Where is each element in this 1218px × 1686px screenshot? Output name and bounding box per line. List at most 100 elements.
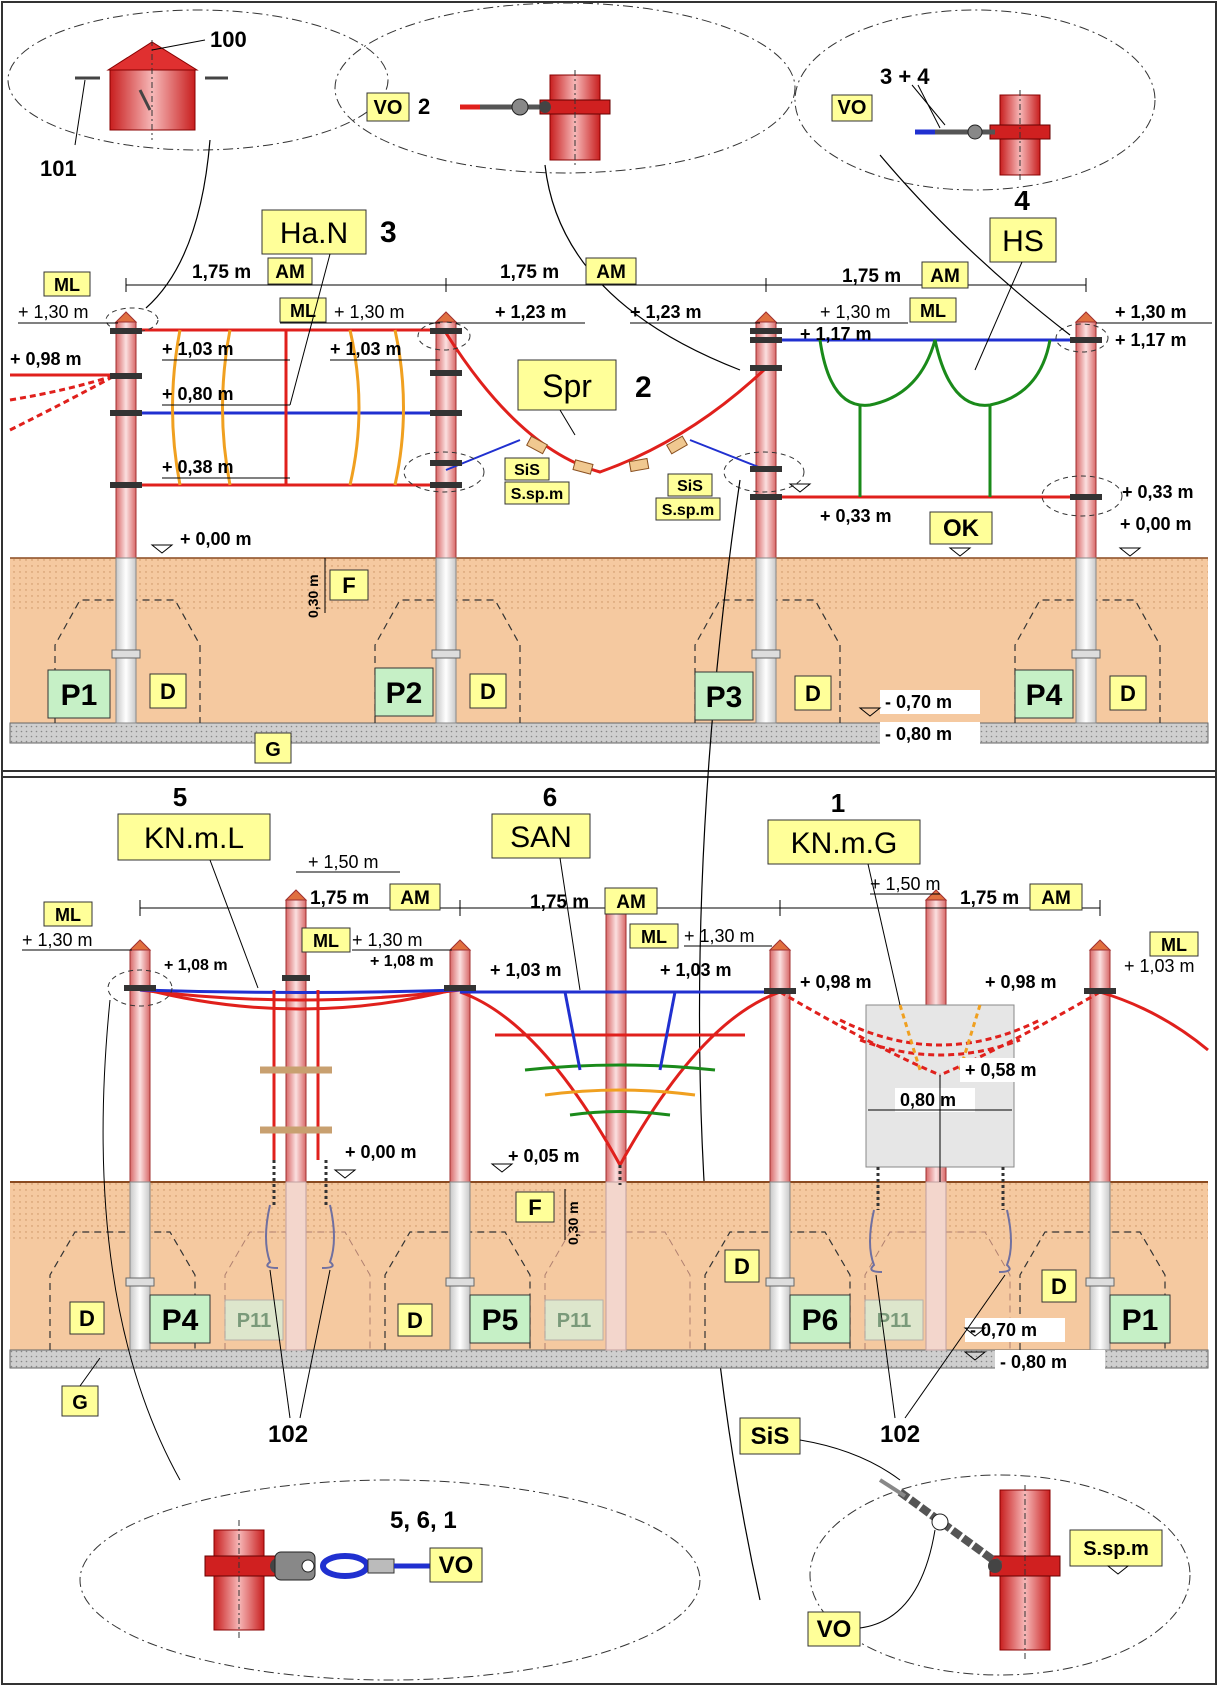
b-d-label-3: D bbox=[734, 1254, 750, 1279]
f-tag-top-text: F bbox=[342, 573, 355, 598]
vo34-callout bbox=[911, 84, 1051, 180]
vo2-number: 2 bbox=[418, 94, 430, 119]
g-tag-bottom: G bbox=[72, 1392, 88, 1414]
bottom-panel: 1,75 m AM 1,75 m AM 1,75 m AM ML ML ML M… bbox=[9, 782, 1209, 1681]
post-label-p2: P2 bbox=[386, 677, 423, 710]
post-p11-a bbox=[284, 889, 308, 1351]
sis-bottom-tag: SiS bbox=[751, 1423, 790, 1450]
b-span-1-dist: 1,75 m bbox=[310, 888, 369, 909]
hs-tag-text: HS bbox=[1002, 225, 1044, 258]
ssp-tag-2-text: S.sp.m bbox=[662, 502, 714, 519]
b-span-3-am: AM bbox=[1041, 888, 1071, 909]
vo34-tag-text: VO bbox=[838, 97, 867, 119]
g-tag-top bbox=[254, 732, 292, 764]
h-033-b: + 0,33 m bbox=[820, 506, 892, 526]
hs-tag bbox=[989, 217, 1057, 263]
post-p6 bbox=[765, 939, 795, 1351]
d-label-1: D bbox=[160, 679, 176, 704]
b-h-108-b: + 1,08 m bbox=[370, 953, 434, 970]
ground-layer-f bbox=[10, 558, 1208, 613]
d-label-3: D bbox=[805, 681, 821, 706]
vo-detail-left bbox=[204, 1520, 430, 1640]
b-d-label-1: D bbox=[79, 1306, 95, 1331]
ml-tag-1 bbox=[43, 271, 91, 297]
b-h-098-a: + 0,98 m bbox=[800, 972, 872, 992]
b-h-080-width: 0,80 m bbox=[900, 1090, 956, 1110]
b-post-label-p1: P1 bbox=[1122, 1304, 1159, 1337]
vo34-number: 3 + 4 bbox=[880, 64, 930, 89]
b-d-label-4: D bbox=[1051, 1274, 1067, 1299]
h-123-a: + 1,23 m bbox=[495, 302, 567, 322]
label-102-b: 102 bbox=[880, 1421, 920, 1448]
chains bbox=[272, 1160, 1005, 1210]
san-number: 6 bbox=[543, 782, 557, 812]
vo-left-numbers: 5, 6, 1 bbox=[390, 1507, 457, 1534]
bottom-callout-ellipses bbox=[79, 1474, 1191, 1681]
vo34-tag bbox=[831, 94, 873, 122]
span-2-am bbox=[585, 257, 637, 285]
f-tag-bottom: F bbox=[528, 1195, 541, 1220]
post-p1-bottom bbox=[1085, 939, 1115, 1351]
span-3-dist: 1,75 m bbox=[842, 266, 901, 287]
h-130-c: + 1,30 m bbox=[820, 302, 891, 322]
vo2-callout bbox=[460, 70, 611, 165]
b-post-label-p6: P6 bbox=[802, 1304, 839, 1337]
b-h-150-a: + 1,50 m bbox=[308, 852, 379, 872]
b-ml-3: ML bbox=[641, 927, 667, 947]
bottom-post-labels: P4 P5 P6 P1 P11 P11 P11 D D D D bbox=[69, 1249, 1171, 1344]
sis-tag-1-text: SiS bbox=[514, 462, 540, 479]
b-ml-1: ML bbox=[55, 905, 81, 925]
ml-tag-3 bbox=[909, 297, 957, 323]
post-p2 bbox=[431, 311, 461, 724]
g-tag-top-text: G bbox=[265, 739, 281, 761]
clamp-ellipses bbox=[105, 307, 1123, 517]
b-h-108-a: + 1,08 m bbox=[164, 957, 228, 974]
p11-label-2: P11 bbox=[557, 1310, 591, 1332]
span-1-am bbox=[267, 257, 313, 285]
b-h-005: + 0,05 m bbox=[508, 1146, 580, 1166]
vo-right-tag: VO bbox=[817, 1616, 852, 1643]
p11-label-1: P11 bbox=[237, 1310, 271, 1332]
top-ropes bbox=[9, 328, 1086, 499]
b-h-103-a: + 1,03 m bbox=[490, 960, 562, 980]
b-h-130-a: + 1,30 m bbox=[22, 930, 93, 950]
h-030-top: 0,30 m bbox=[305, 574, 321, 618]
h-000-b: + 0,00 m bbox=[1120, 514, 1192, 534]
h-130-b: + 1,30 m bbox=[334, 302, 405, 322]
span-2-dist: 1,75 m bbox=[500, 262, 559, 283]
vo-detail-right bbox=[878, 1478, 1061, 1660]
post-p11-b bbox=[604, 889, 628, 1351]
span-1-dist: 1,75 m bbox=[192, 262, 251, 283]
span-3-am-text: AM bbox=[930, 266, 960, 287]
post-p5 bbox=[445, 939, 475, 1351]
span-3-am bbox=[921, 261, 969, 289]
spr-tag bbox=[517, 359, 617, 411]
bottom-clamps bbox=[124, 975, 1116, 994]
ground-layer bbox=[10, 613, 1208, 723]
top-panel: 100 101 VO 2 VO 3 + 4 bbox=[7, 2, 1212, 1601]
post-p3 bbox=[751, 311, 781, 724]
post-label-p3: P3 bbox=[706, 681, 743, 714]
h-038: + 0,38 m bbox=[162, 457, 234, 477]
han-number: 3 bbox=[380, 216, 397, 249]
b-h-103-c: + 1,03 m bbox=[1124, 956, 1195, 976]
sis-tag-1 bbox=[504, 457, 550, 481]
h-117-a: + 1,17 m bbox=[800, 324, 872, 344]
b-post-label-p4: P4 bbox=[162, 1304, 199, 1337]
h-130-a: + 1,30 m bbox=[18, 302, 89, 322]
post-label-p4: P4 bbox=[1026, 679, 1063, 712]
sis-tag-2-text: SiS bbox=[677, 478, 703, 495]
b-h-150-b: + 1,50 m bbox=[870, 874, 941, 894]
level-markers bbox=[150, 483, 1142, 717]
h-033-a: + 0,33 m bbox=[1122, 482, 1194, 502]
b-span-2-dist: 1,75 m bbox=[530, 892, 589, 913]
f-tag-top bbox=[329, 569, 369, 601]
h-070: - 0,70 m bbox=[885, 692, 952, 712]
post-p1 bbox=[111, 311, 141, 724]
label-101: 101 bbox=[40, 156, 77, 181]
ssp-tag-1 bbox=[504, 481, 570, 505]
h-098: + 0,98 m bbox=[10, 349, 82, 369]
b-span-3-dist: 1,75 m bbox=[960, 888, 1019, 909]
spr-number: 2 bbox=[635, 371, 652, 404]
